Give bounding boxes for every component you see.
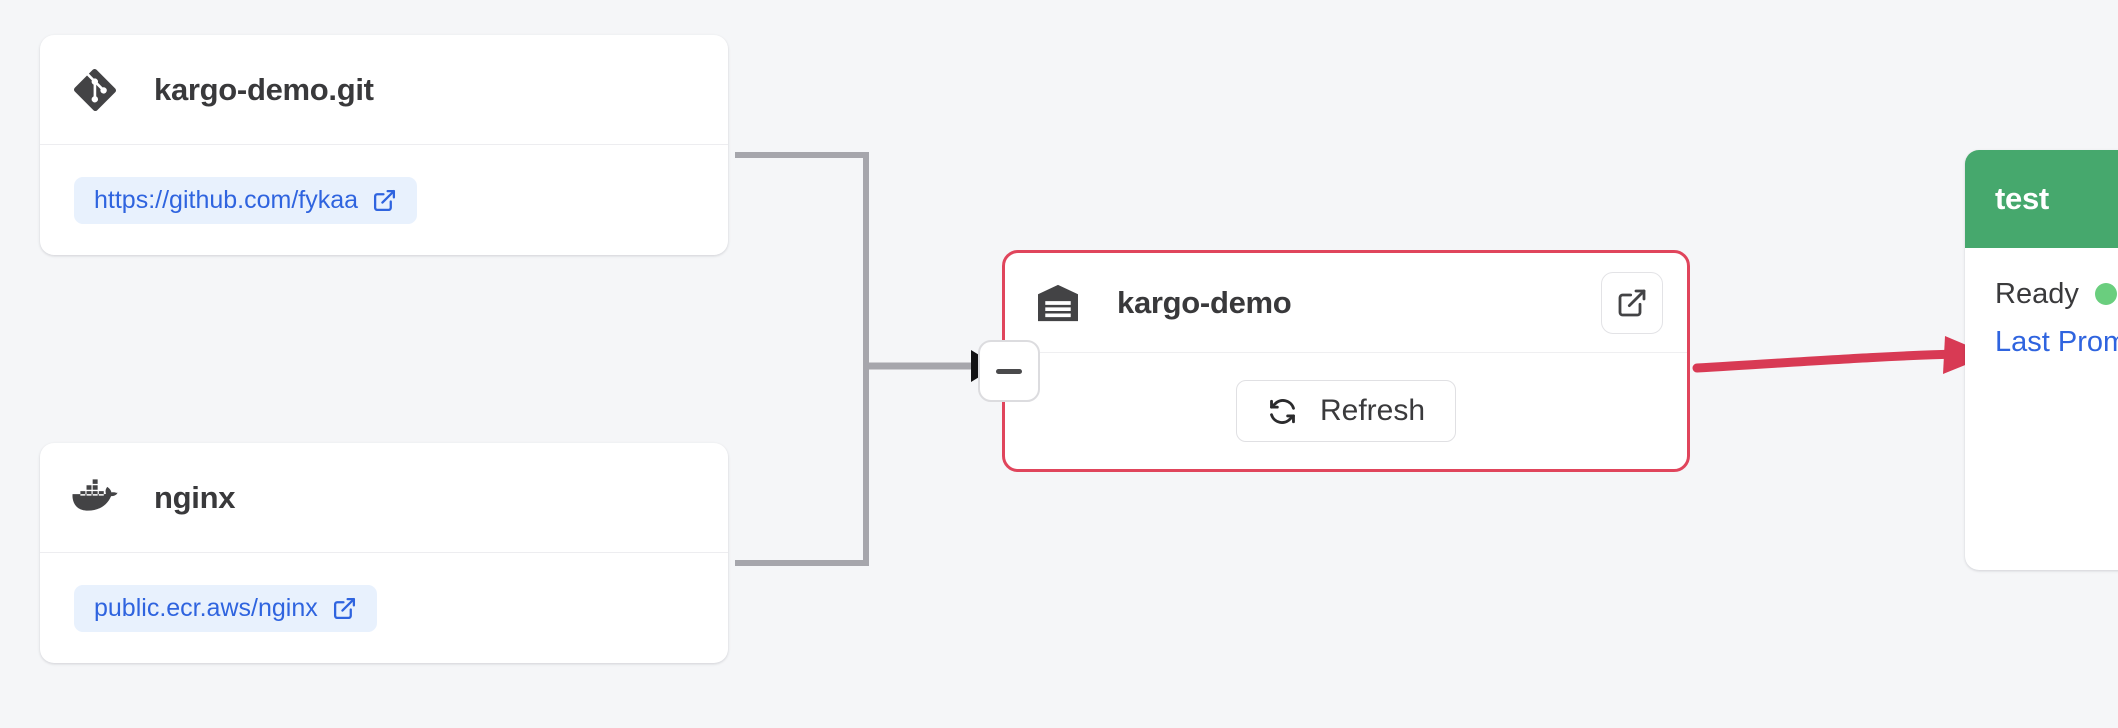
stage-status-row: Ready xyxy=(1965,262,2118,326)
image-source-url-chip[interactable]: public.ecr.aws/nginx xyxy=(74,584,377,632)
git-icon xyxy=(72,67,118,113)
warehouse-card[interactable]: kargo-demo xyxy=(1002,250,1690,472)
warehouse-open-button[interactable] xyxy=(1601,271,1663,334)
refresh-icon xyxy=(1267,396,1298,427)
git-source-url-text: https://github.com/fykaa xyxy=(94,185,359,214)
external-link-icon xyxy=(372,188,397,213)
external-link-icon xyxy=(1616,287,1648,319)
image-source-card[interactable]: nginx public.ecr.aws/nginx xyxy=(40,443,728,663)
image-source-url-text: public.ecr.aws/nginx xyxy=(94,593,318,622)
collapse-node-button[interactable] xyxy=(978,340,1040,402)
stage-status-label: Ready xyxy=(1995,277,2079,310)
warehouse-title: kargo-demo xyxy=(1117,284,1292,320)
image-source-title: nginx xyxy=(154,479,236,515)
image-source-header: nginx xyxy=(40,443,728,553)
git-source-body: https://github.com/fykaa xyxy=(40,145,728,255)
minus-icon xyxy=(996,368,1022,374)
git-source-url-chip[interactable]: https://github.com/fykaa xyxy=(74,176,418,224)
warehouse-icon xyxy=(1035,280,1081,326)
stage-last-promotion-link[interactable]: Last Prom xyxy=(1995,326,2118,358)
refresh-button-label: Refresh xyxy=(1319,394,1426,427)
status-dot-icon xyxy=(2094,283,2117,305)
stage-card-test[interactable]: test Ready Last Prom xyxy=(1965,150,2118,570)
stage-name: test xyxy=(1995,181,2049,216)
git-source-card[interactable]: kargo-demo.git https://github.com/fykaa xyxy=(40,35,728,255)
external-link-icon xyxy=(332,596,357,621)
docker-icon xyxy=(72,475,118,521)
warehouse-body: Refresh xyxy=(1005,353,1687,469)
stage-header: test xyxy=(1965,150,2118,248)
git-source-header: kargo-demo.git xyxy=(40,35,728,145)
git-source-title: kargo-demo.git xyxy=(154,71,374,107)
image-source-body: public.ecr.aws/nginx xyxy=(40,553,728,663)
warehouse-header: kargo-demo xyxy=(1005,253,1687,353)
refresh-button[interactable]: Refresh xyxy=(1235,380,1457,442)
